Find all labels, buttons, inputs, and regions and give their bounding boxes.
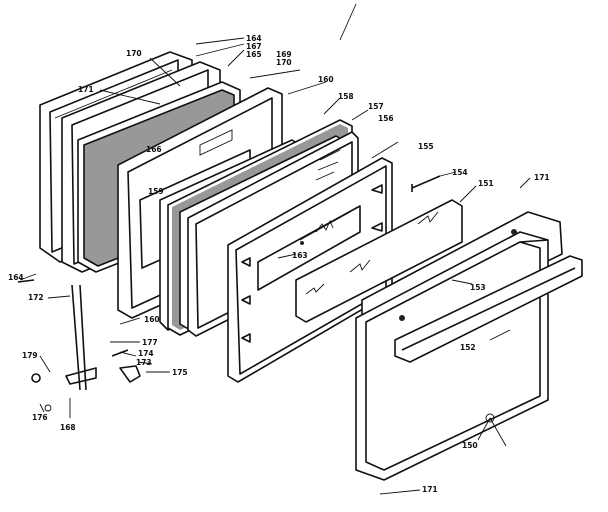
label-159: 159 [148, 187, 164, 196]
screw-part [411, 175, 441, 192]
label-154: 154 [452, 168, 468, 177]
label-155: 155 [418, 142, 434, 151]
label-174: 174 [138, 349, 154, 358]
outer-door-panel-part [355, 229, 583, 481]
label-160-top: 160 [318, 75, 334, 84]
label-177: 177 [142, 338, 158, 347]
label-165: 165 [246, 50, 262, 59]
label-151: 151 [478, 179, 494, 188]
label-156: 156 [378, 114, 394, 123]
label-157-top: 157 [368, 102, 384, 111]
label-176: 176 [32, 413, 48, 422]
leader-lines [19, 37, 531, 495]
label-160-bottom: 160 [144, 315, 160, 324]
hinge-assembly-part [17, 279, 141, 412]
label-169: 169 [276, 50, 292, 59]
label-167: 167 [246, 42, 262, 51]
label-171-right: 171 [534, 173, 550, 182]
label-150: 150 [462, 441, 478, 450]
label-171-top-left: 171 [78, 85, 94, 94]
label-163: 163 [292, 251, 308, 260]
label-179: 179 [22, 351, 38, 360]
part-labels: 164 167 165 169 170 170 171 160 158 157 … [8, 34, 550, 494]
scan-mark [339, 3, 357, 41]
label-166-mid: 166 [146, 145, 162, 154]
label-164-top: 164 [246, 34, 262, 43]
label-172: 172 [28, 293, 44, 302]
label-170-left: 170 [126, 49, 142, 58]
label-158: 158 [338, 92, 354, 101]
label-173: 173 [136, 358, 152, 367]
label-175: 175 [172, 368, 188, 377]
window-glass-part [295, 199, 463, 323]
label-170-right: 170 [276, 58, 292, 67]
label-168: 168 [60, 423, 76, 432]
label-152: 152 [460, 343, 476, 352]
label-164-left: 164 [8, 273, 24, 282]
label-171-bottom: 171 [422, 485, 438, 494]
label-153: 153 [470, 283, 486, 292]
